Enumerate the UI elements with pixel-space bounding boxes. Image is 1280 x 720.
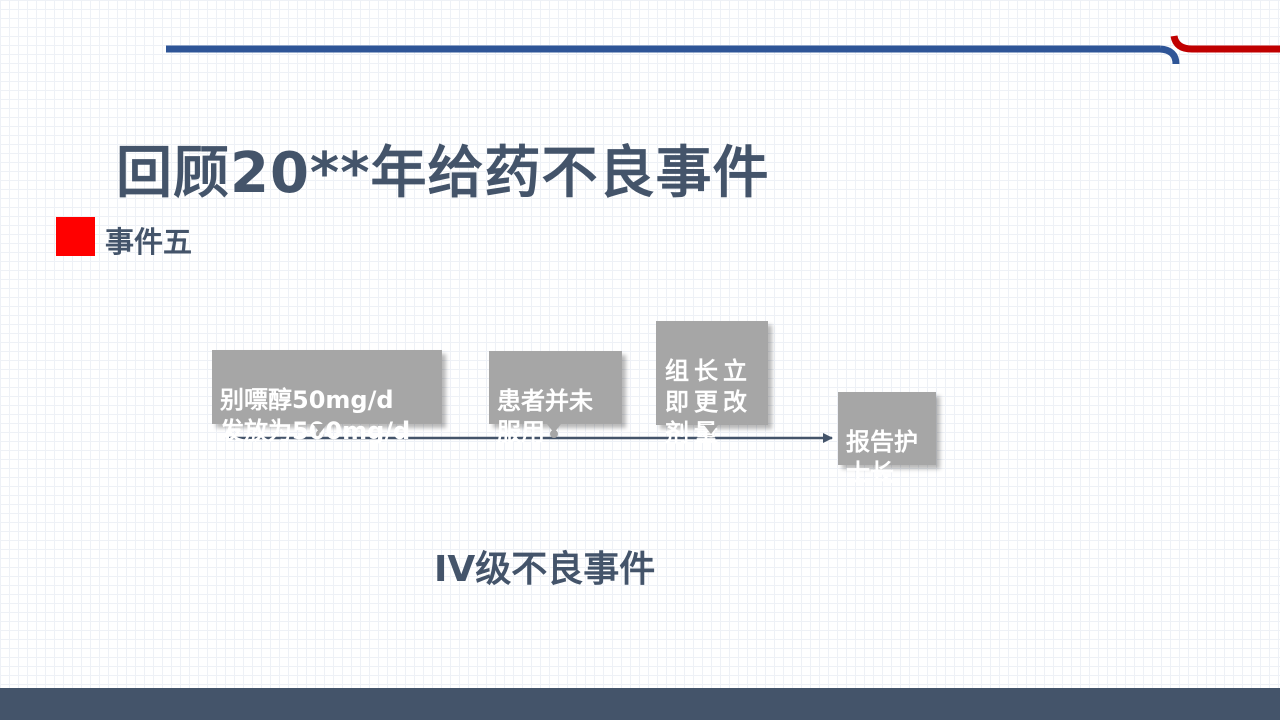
event-level-label: IV级不良事件 (434, 549, 656, 590)
section-label: 事件五 (105, 225, 193, 259)
timeline-event-callout: 患者并未 服用 (489, 351, 622, 446)
section-marker (56, 217, 95, 256)
timeline-event-text: 组长立 即更改 剂量 (665, 357, 752, 447)
timeline-end-box: 报告护 士长 (838, 392, 936, 487)
footer-bar (0, 688, 1280, 720)
timeline-event-text: 患者并未 服用 (497, 387, 593, 446)
timeline-event-callout: 组长立 即更改 剂量 (656, 321, 768, 447)
timeline-event-text: 别嘌醇50mg/d 发放为500mg/d (220, 386, 411, 445)
header-blue-curve (1159, 45, 1180, 65)
header-red-curve (1170, 35, 1280, 53)
callout-pointer (547, 424, 561, 433)
timeline-event-text: 报告护 士长 (846, 428, 918, 487)
header-decoration (166, 35, 1280, 65)
callout-pointer (704, 425, 718, 434)
callout-pointer (313, 424, 327, 433)
page-title: 回顾20**年给药不良事件 (116, 141, 770, 206)
timeline-event-callout: 别嘌醇50mg/d 发放为500mg/d (212, 350, 442, 445)
